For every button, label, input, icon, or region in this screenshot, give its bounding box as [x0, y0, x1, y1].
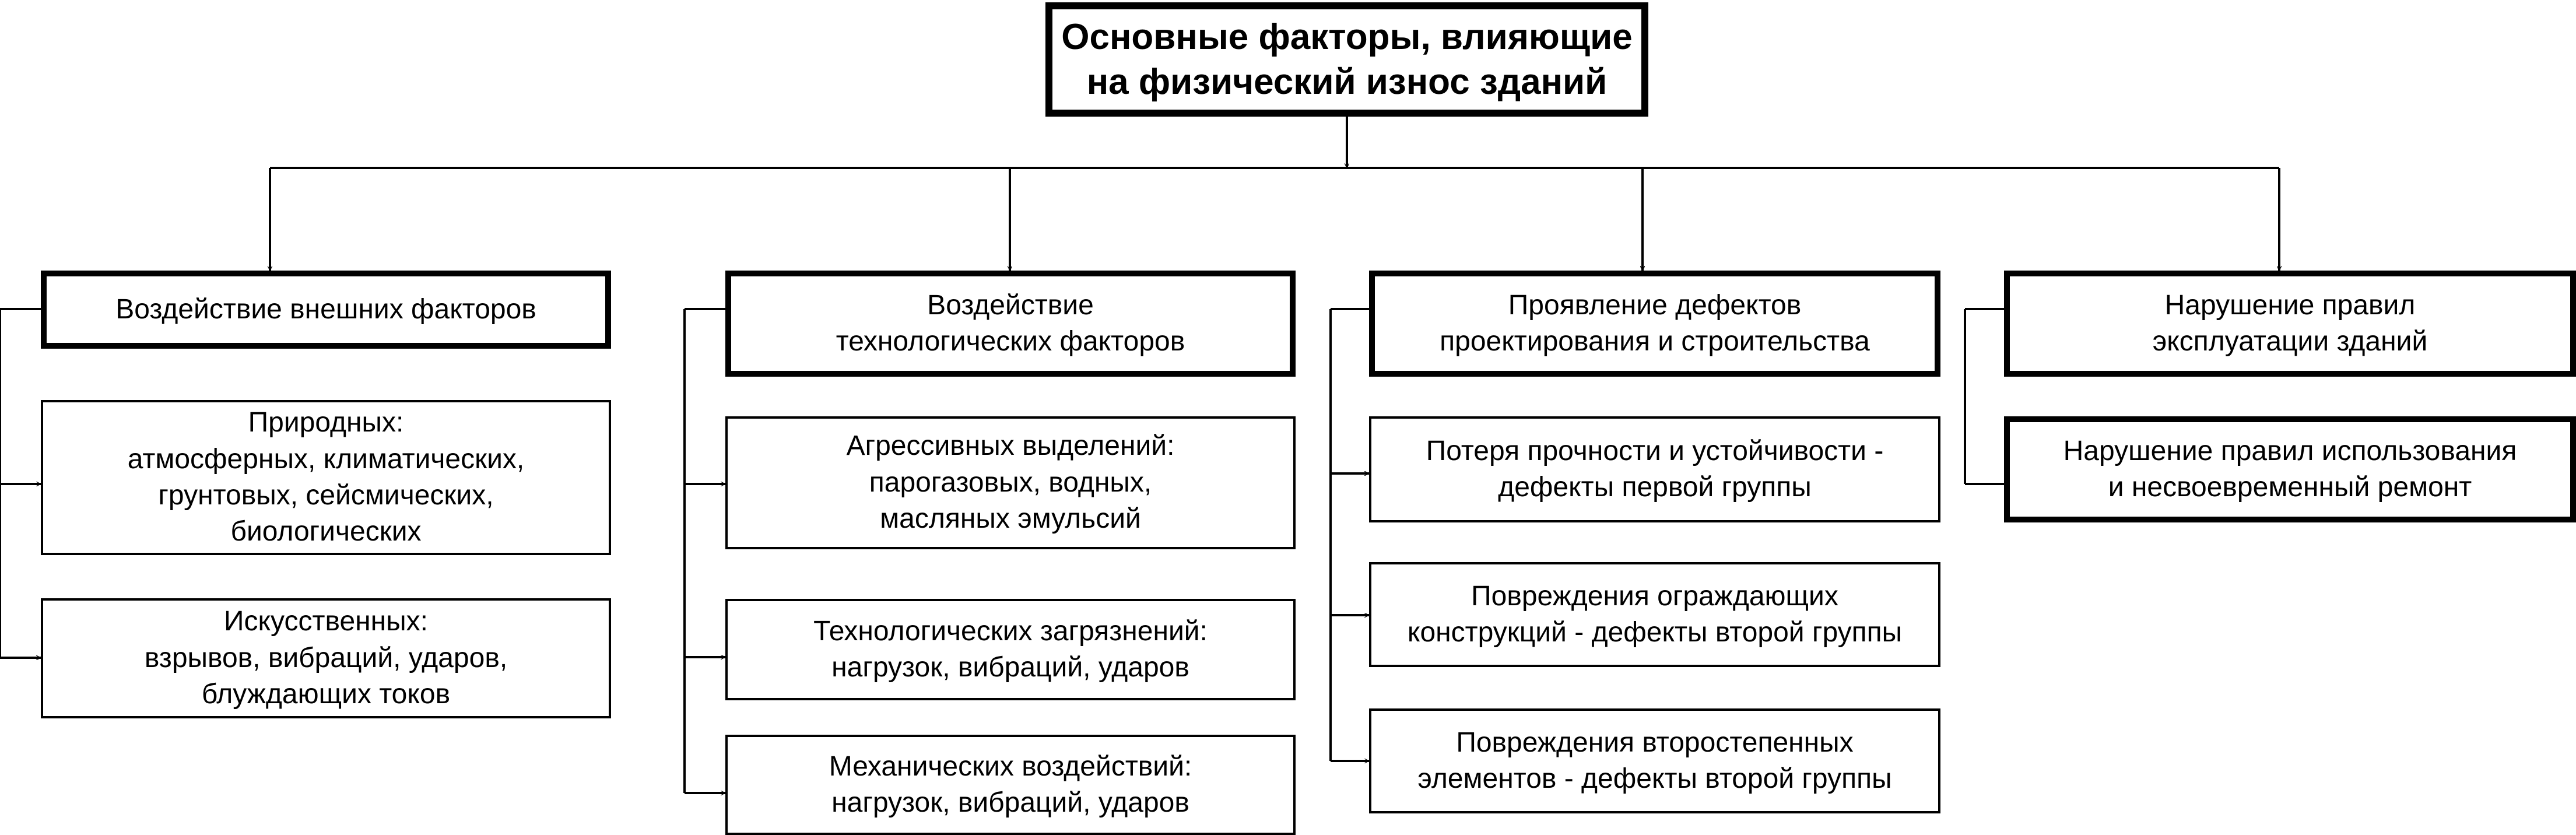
item-secondary-elements: Повреждения второстепенных элементов - д… [1369, 708, 1940, 813]
item-enclosing-structures: Повреждения ограждающих конструкций - де… [1369, 562, 1940, 667]
item-artificial: Искусственных: взрывов, вибраций, ударов… [41, 598, 611, 718]
group-header-operation-rules: Нарушение правил эксплуатации зданий [2004, 271, 2576, 377]
item-aggressive-emissions: Агрессивных выделений: парогазовых, водн… [725, 416, 1296, 549]
item-mechanical-impact: Механических воздействий: нагрузок, вибр… [725, 735, 1296, 835]
group-header-external: Воздействие внешних факторов [41, 271, 611, 349]
item-natural: Природных: атмосферных, климатических, г… [41, 400, 611, 555]
group-header-technological: Воздействие технологических факторов [725, 271, 1296, 377]
item-improper-use: Нарушение правил использования и несвоев… [2004, 416, 2576, 522]
item-first-group-defects: Потеря прочности и устойчивости - дефект… [1369, 416, 1940, 522]
diagram-title: Основные факторы, влияющие на физический… [1045, 2, 1648, 117]
item-technological-pollution: Технологических загрязнений: нагрузок, в… [725, 599, 1296, 700]
group-header-design-defects: Проявление дефектов проектирования и стр… [1369, 271, 1940, 377]
